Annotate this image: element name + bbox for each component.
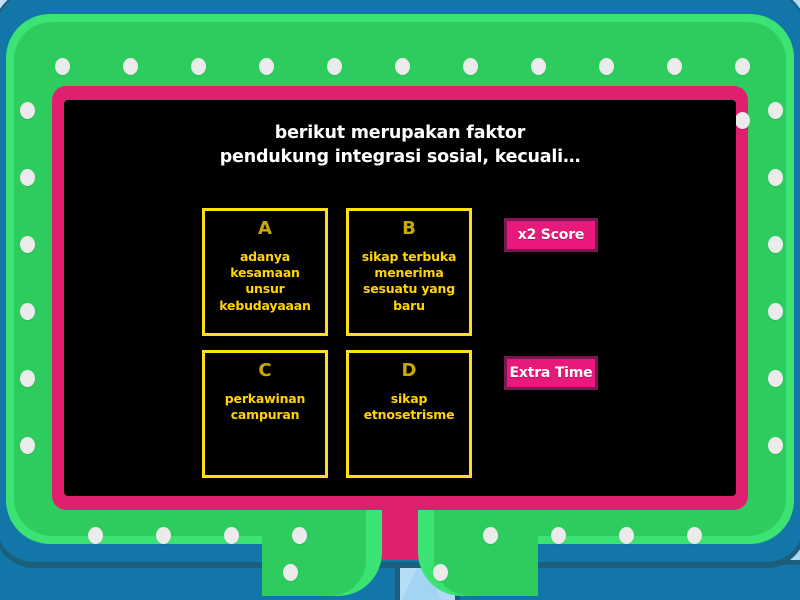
marquee-dot-18 (767, 168, 783, 186)
question-line-2: pendukung integrasi sosial, kecuali… (219, 146, 581, 167)
answer-option-c[interactable]: C perkawinan campuran (202, 350, 328, 478)
answer-option-c-letter: C (258, 360, 272, 381)
answer-option-c-text: perkawinan campuran (224, 390, 306, 423)
marquee-dot-4 (326, 57, 342, 75)
marquee-dot-12 (19, 168, 35, 186)
frame-notch-left-inner (262, 494, 366, 596)
marquee-dot-27 (482, 526, 498, 544)
marquee-dot-5 (394, 57, 410, 75)
marquee-dot-32 (282, 563, 298, 581)
marquee-dot-8 (598, 57, 614, 75)
marquee-dot-31 (734, 111, 750, 129)
answer-option-d-text: sikap etnosetrisme (363, 390, 455, 423)
marquee-dot-20 (767, 302, 783, 320)
question-line-1: berikut merupakan faktor (274, 123, 526, 143)
marquee-dot-24 (155, 526, 171, 544)
marquee-dot-14 (19, 302, 35, 320)
marquee-dot-2 (190, 57, 206, 75)
marquee-dot-25 (223, 526, 239, 544)
answer-option-b-letter: B (402, 218, 416, 239)
marquee-dot-13 (19, 235, 35, 253)
marquee-dot-21 (767, 369, 783, 387)
marquee-dot-30 (686, 526, 702, 544)
answer-option-a-letter: A (258, 218, 272, 239)
marquee-dot-7 (530, 57, 546, 75)
marquee-dot-1 (122, 57, 138, 75)
marquee-dot-29 (618, 526, 634, 544)
marquee-dot-17 (767, 101, 783, 119)
marquee-dot-19 (767, 235, 783, 253)
answer-option-b-text: sikap terbuka menerima sesuatu yang baru (361, 248, 457, 313)
marquee-dot-0 (54, 57, 70, 75)
answer-option-b[interactable]: B sikap terbuka menerima sesuatu yang ba… (346, 208, 472, 336)
answer-option-d-letter: D (401, 360, 417, 381)
answer-option-d[interactable]: D sikap etnosetrisme (346, 350, 472, 478)
answer-option-a[interactable]: A adanya kesamaan unsur kebudayaaan (202, 208, 328, 336)
powerup-extra-time-button[interactable]: Extra Time (504, 356, 598, 390)
answer-option-a-text: adanya kesamaan unsur kebudayaaan (219, 248, 311, 313)
marquee-dot-3 (258, 57, 274, 75)
question-text: berikut merupakan faktor pendukung integ… (64, 122, 736, 169)
marquee-dot-28 (550, 526, 566, 544)
marquee-dot-26 (291, 526, 307, 544)
marquee-dot-15 (19, 369, 35, 387)
marquee-dot-9 (666, 57, 682, 75)
frame-notch-right-inner (434, 494, 538, 596)
marquee-dot-22 (767, 436, 783, 454)
marquee-dot-16 (19, 436, 35, 454)
powerup-x2-score-button[interactable]: x2 Score (504, 218, 598, 252)
marquee-dot-23 (87, 526, 103, 544)
marquee-dot-10 (734, 57, 750, 75)
screen-content: berikut merupakan faktor pendukung integ… (64, 100, 736, 496)
marquee-dot-33 (432, 563, 448, 581)
marquee-dot-11 (19, 101, 35, 119)
marquee-dot-6 (462, 57, 478, 75)
